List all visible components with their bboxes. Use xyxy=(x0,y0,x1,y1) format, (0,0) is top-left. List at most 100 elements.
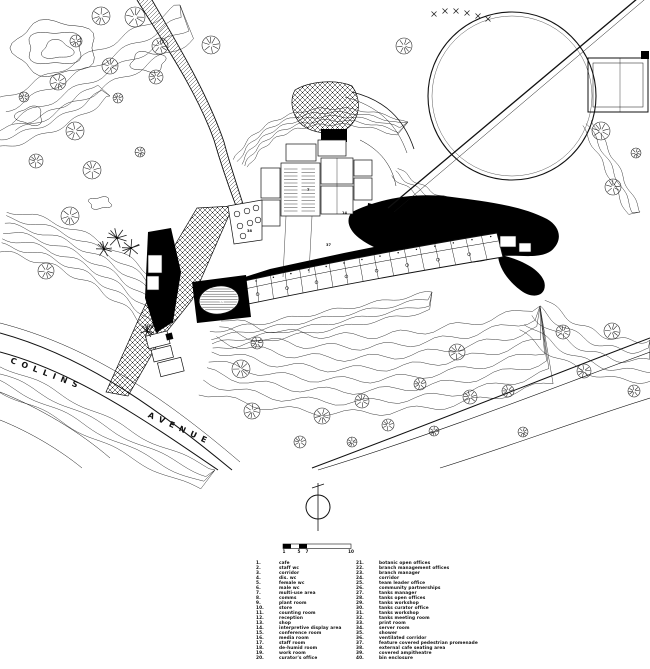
legend-item-label: multi-use area xyxy=(279,591,316,596)
legend-item-number: 30. xyxy=(356,606,364,611)
legend-item-label: external cafe seating area xyxy=(379,646,446,651)
fence-marks xyxy=(431,8,491,22)
hatched-roof-patch xyxy=(291,81,359,134)
legend-item-label: tanks meeting room xyxy=(379,616,430,621)
legend-item: 1.cafe xyxy=(256,561,342,566)
legend-item: 33.print room xyxy=(356,621,478,626)
tree-icon xyxy=(134,146,146,158)
legend-item-number: 17. xyxy=(256,641,264,646)
legend-item-label: botanic open offices xyxy=(379,561,431,566)
x-mark-icon xyxy=(442,8,448,14)
legend-item-number: 9. xyxy=(256,601,261,606)
tree-icon xyxy=(243,402,261,420)
legend-item: 31.tanks workshop xyxy=(356,611,478,616)
legend-item-number: 16. xyxy=(256,636,264,641)
x-mark-icon xyxy=(485,16,491,22)
legend-item-number: 18. xyxy=(256,646,264,651)
tree-icon xyxy=(91,6,111,26)
tree-icon xyxy=(381,418,395,432)
legend-item-label: store xyxy=(279,606,293,611)
circular-tank-structure xyxy=(344,0,649,213)
legend-item-label: ventilated corridor xyxy=(379,636,427,641)
scale-label: 1 xyxy=(283,549,286,554)
legend-item: 15. conference room xyxy=(256,631,342,636)
legend-item-label: comms xyxy=(279,596,297,601)
legend-item-label: counting room xyxy=(279,611,316,616)
legend-item: 4.dis. wc xyxy=(256,576,342,581)
x-mark-icon xyxy=(475,13,481,19)
legend-item: 2.staff wc xyxy=(256,566,342,571)
legend-item: 9.plant room xyxy=(256,601,342,606)
palm-tree-icon xyxy=(106,228,127,248)
contour-lines xyxy=(0,4,650,490)
legend-item-label: server room xyxy=(379,626,410,631)
legend-item: 20.curator's office xyxy=(256,656,342,661)
legend-item-label: interpretive display area xyxy=(279,626,342,631)
scale-label: 7 xyxy=(306,549,309,554)
legend-item-label: curator's office xyxy=(279,656,318,661)
legend-item-number: 6. xyxy=(256,586,261,591)
legend-item: 16.media room xyxy=(256,636,342,641)
legend-item-label: team leader office xyxy=(379,581,426,586)
tree-icon xyxy=(28,153,44,169)
legend-item-label: feature covered pedestrian promenade xyxy=(379,641,478,646)
palm-tree-icon xyxy=(95,241,112,257)
legend-item-number: 37. xyxy=(356,641,364,646)
tree-icon xyxy=(18,91,30,103)
tree-icon xyxy=(124,6,146,28)
hatched-pathways xyxy=(105,0,359,397)
legend-item-number: 26. xyxy=(356,586,364,591)
legend-item-number: 21. xyxy=(356,561,364,566)
tree-icon xyxy=(82,160,102,180)
tree-icon xyxy=(428,425,440,437)
legend-item: 22.branch management offices xyxy=(356,566,478,571)
legend-item-label: tanks open offices xyxy=(379,596,426,601)
tree-icon xyxy=(462,389,478,405)
tree-icon xyxy=(101,57,119,75)
tree-icon xyxy=(603,322,621,340)
legend-item: 28. tanks open offices xyxy=(356,596,478,601)
cafe-deck xyxy=(227,199,263,245)
palm-tree-icon xyxy=(140,324,154,338)
legend-item-number: 5. xyxy=(256,581,261,586)
legend-item-number: 27. xyxy=(356,591,364,596)
scale-label: 5 xyxy=(298,549,301,554)
legend-item-label: staff room xyxy=(279,641,306,646)
tree-icon xyxy=(627,384,641,398)
legend-item: 18. de-humid room xyxy=(256,646,342,651)
legend-item: 37. feature covered pedestrian promenade xyxy=(356,641,478,646)
legend-item: 39.covered ampitheatre xyxy=(356,651,478,656)
legend-item-number: 14. xyxy=(256,626,264,631)
tree-icon xyxy=(250,336,264,350)
legend-item-number: 13. xyxy=(256,621,264,626)
scale-bar: 1 5 7 10 xyxy=(283,543,354,554)
legend-item: 29.tanks workshop xyxy=(356,601,478,606)
legend-item-number: 28. xyxy=(356,596,364,601)
legend-item-label: bin enclosure xyxy=(379,656,413,661)
tree-icon xyxy=(65,121,85,141)
tree-icon xyxy=(112,92,124,104)
legend-item-number: 10. xyxy=(256,606,264,611)
legend-item: 12.reception xyxy=(256,616,342,621)
legend-item-number: 15. xyxy=(256,631,264,636)
legend-item-label: de-humid room xyxy=(279,646,318,651)
tree-icon xyxy=(630,147,642,159)
tree-icon xyxy=(576,363,592,379)
legend-item-number: 39. xyxy=(356,651,364,656)
legend-item: 32.tanks meeting room xyxy=(356,616,478,621)
legend-item-number: 1. xyxy=(256,561,261,566)
legend-item-number: 35. xyxy=(356,631,364,636)
legend-item: 38.external cafe seating area xyxy=(356,646,478,651)
legend-item: 8.comms xyxy=(256,596,342,601)
vegetation xyxy=(18,6,642,449)
legend-item-label: conference room xyxy=(279,631,322,636)
legend-item-label: female wc xyxy=(279,581,305,586)
legend-item: 3.corridor xyxy=(256,571,342,576)
legend-item-number: 12. xyxy=(256,616,264,621)
legend-item-number: 2. xyxy=(256,566,261,571)
cafe-tables xyxy=(233,204,262,240)
road-collins-avenue xyxy=(0,322,650,471)
